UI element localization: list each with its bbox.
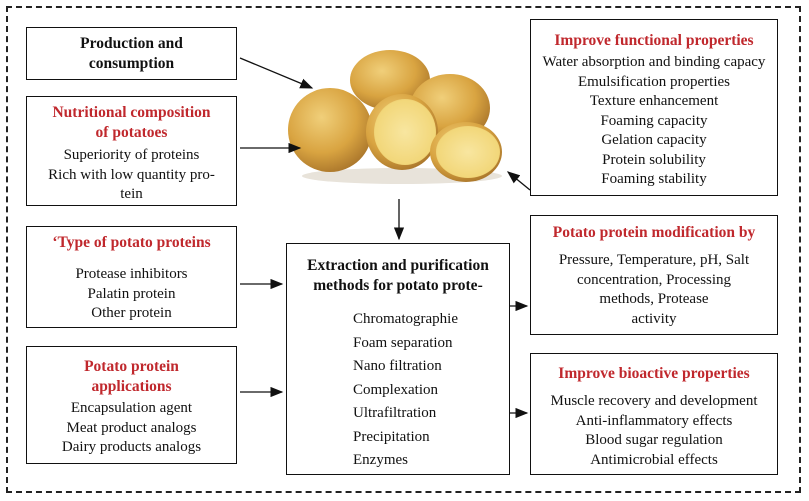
nutrition-title-2: of potatoes [95,124,168,141]
bioactive-box: Improve bioactive properties Muscle reco… [530,353,778,475]
modification-title: Potato protein modification by [552,224,756,241]
types-box: ‘Type of potato proteins Protease inhibi… [26,226,237,328]
list-item: Precipitation [353,428,430,445]
list-item: Muscle recovery and development [550,393,758,409]
list-item: tein [120,186,143,202]
list-item: Superiority of proteins [63,147,200,163]
list-item: Meat product analogs [66,419,197,436]
list-item: Water absorption and binding capacy [542,54,766,70]
potato-left [288,88,372,172]
list-item: Palatin protein [87,285,176,302]
production-title-1: Production and [80,35,183,52]
potatoes-illustration [288,50,502,184]
list-item: Antimicrobial effects [590,451,718,468]
list-item: Pressure, Temperature, pH, Salt [558,252,750,268]
list-item: Blood sugar regulation [585,432,723,448]
list-item: Foaming capacity [600,112,708,129]
dashed-frame [6,6,801,493]
list-item: Gelation capacity [601,132,707,148]
list-item: Foam separation [353,334,453,351]
list-item: Chromatographie [353,311,458,327]
extraction-title-2: methods for potato prote- [313,277,483,294]
list-item: Protease inhibitors [75,266,188,282]
list-item: concentration, Processing [576,271,732,288]
list-item: Complexation [353,381,438,398]
list-item: Emulsification properties [577,73,731,90]
applications-title-1: Potato protein [84,358,179,375]
list-item: Other protein [91,305,172,321]
extraction-box: Extraction and purification methods for … [286,243,510,475]
production-box: Production and consumption [26,27,237,80]
applications-box: Potato protein applications Encapsulatio… [26,346,237,464]
arrow-production-to-potatoes [239,57,314,89]
list-item: Rich with low quantity pro- [48,166,215,183]
nutrition-title-1: Nutritional composition [52,104,211,121]
extraction-title-1: Extraction and purification [307,257,489,274]
list-item: Protein solubility [602,151,706,168]
list-item: Dairy products analogs [61,439,202,455]
list-item: activity [631,310,677,327]
modification-box: Potato protein modification by Pressure,… [530,215,778,335]
production-title-2: consumption [88,55,175,72]
potato-cut-face-center [374,99,436,165]
types-title: ‘Type of potato proteins [52,234,211,251]
list-item: Texture enhancement [589,93,719,109]
nutrition-box: Nutritional composition of potatoes Supe… [26,96,237,206]
list-item: Ultrafiltration [353,405,437,421]
list-item: Encapsulation agent [70,400,193,416]
functional-box: Improve functional properties Water abso… [530,19,778,196]
list-item: methods, Protease [599,291,709,307]
bioactive-title: Improve bioactive properties [558,365,750,382]
list-item: Enzymes [353,452,408,468]
list-item: Foaming stability [601,171,707,187]
arrow-functional-to-potatoes [506,171,531,191]
list-item: Nano filtration [353,358,442,374]
potato-cut-face-right [436,126,500,178]
applications-title-2: applications [91,378,172,395]
functional-title: Improve functional properties [554,32,754,49]
list-item: Anti-inflammatory effects [575,412,733,429]
